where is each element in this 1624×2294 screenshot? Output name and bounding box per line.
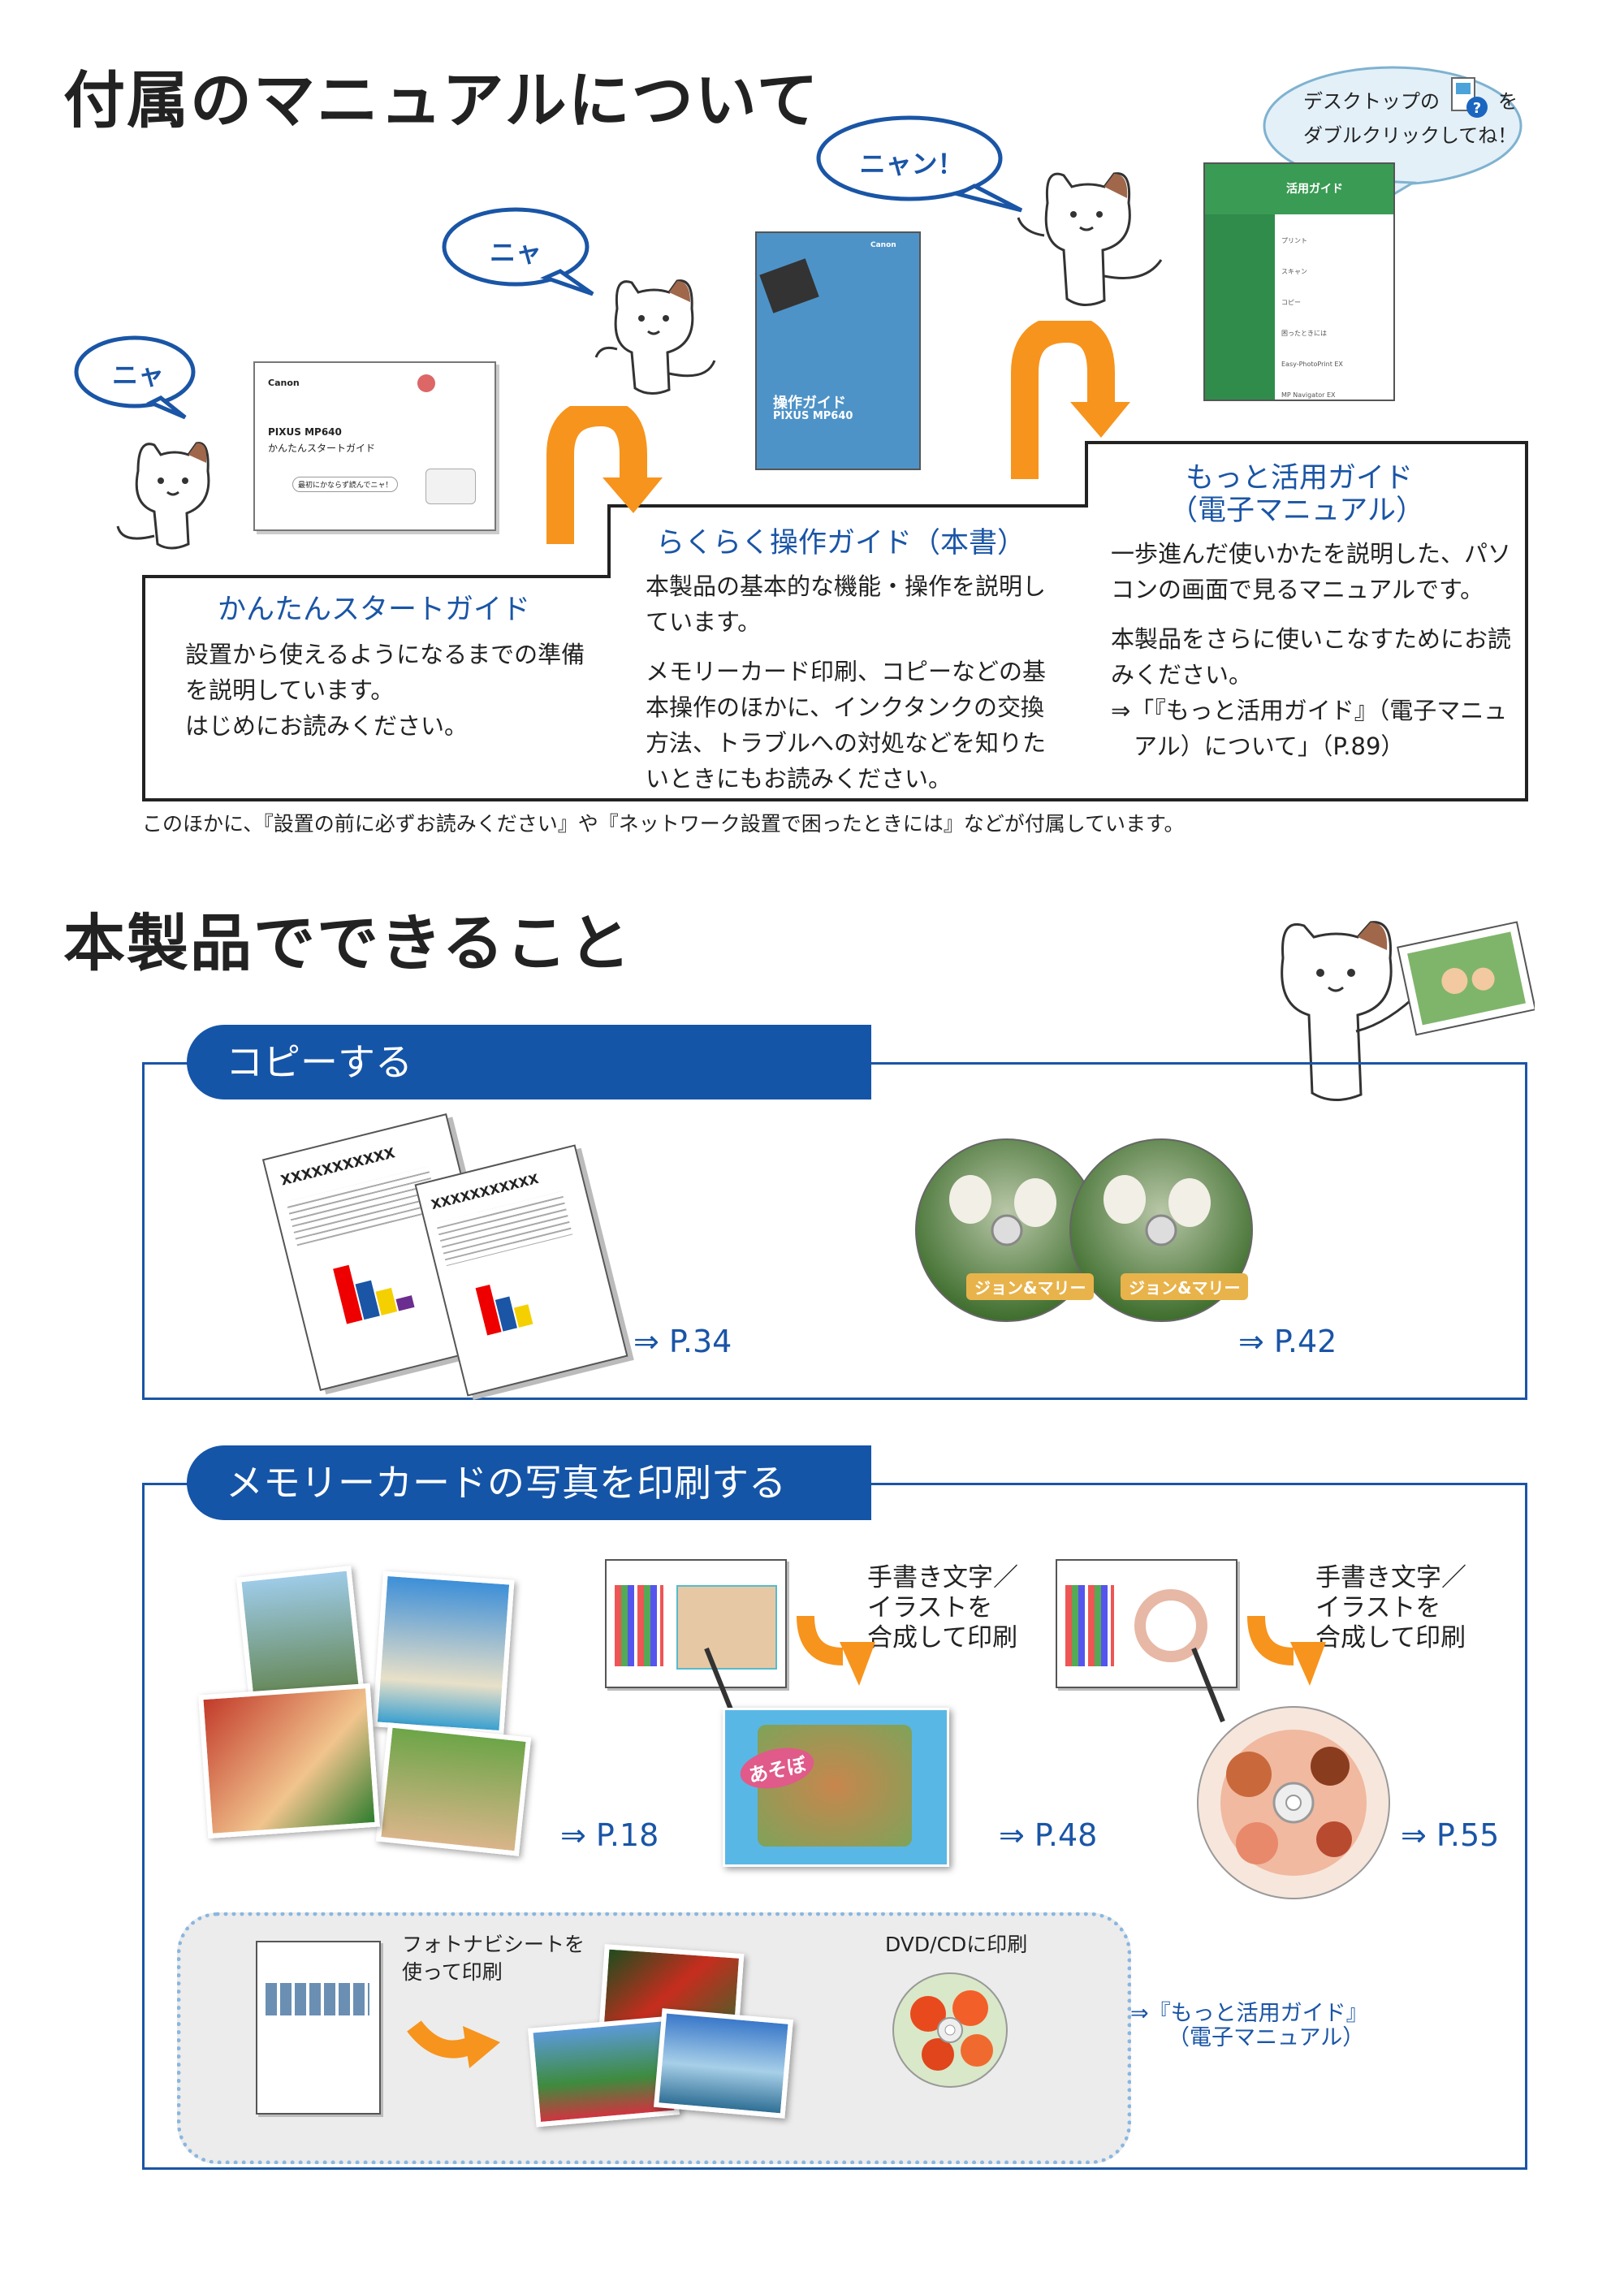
- cake-disc-print: [1197, 1706, 1390, 1899]
- orange-curve-arrow-1: [797, 1615, 875, 1686]
- doc-bar: [513, 1304, 533, 1328]
- handwrite-label-2: 手書き文字／ イラストを 合成して印刷: [1315, 1563, 1466, 1652]
- cover-title: かんたんスタートガイド: [268, 443, 376, 454]
- easy-cover-brand: Canon: [870, 241, 896, 249]
- easy-cover-model: PIXUS MP640: [773, 410, 853, 422]
- more-guide-heading-1: もっと活用ガイド: [1186, 462, 1414, 495]
- screen-items: プリント スキャン コピー 困ったときには Easy-PhotoPrint EX…: [1281, 237, 1343, 399]
- print-photo-3: [375, 1722, 532, 1856]
- screen-sidebar: [1205, 214, 1275, 400]
- features-title: 本製品でできること: [63, 907, 633, 979]
- more-guide-text: 一歩進んだ使いかたを説明した、パソ コンの画面で見るマニュアルです。: [1111, 540, 1512, 603]
- sheet-color-grid: [615, 1585, 663, 1666]
- memory-ref-2: ⇒ P.48: [999, 1817, 1098, 1853]
- manual-shortcut-icon: ?: [1451, 77, 1488, 118]
- svg-text:?: ?: [1473, 100, 1481, 117]
- sheet-photo-area: [676, 1585, 777, 1670]
- manuals-title: 付属のマニュアルについて: [63, 64, 820, 136]
- quick-start-cover: Canon PIXUS MP640 かんたんスタートガイド 最初にかならず読んで…: [253, 361, 496, 531]
- screen-title: 活用ガイド: [1286, 183, 1343, 196]
- speech-bubble-3: [816, 115, 1023, 213]
- dvd-label: DVD/CDに印刷: [885, 1933, 1028, 1956]
- handwriting-sheet-2: [1056, 1559, 1237, 1688]
- doc-bar: [395, 1295, 415, 1311]
- speech-bubble-1: [74, 335, 196, 420]
- more-guide-ref: ⇒『もっと活用ガイド』 （電子マニュアル）: [1130, 2001, 1368, 2050]
- memory-tab: メモリーカードの写真を印刷する: [187, 1445, 871, 1520]
- lake-photo: [653, 2008, 794, 2119]
- desktop-tip-text-b: を: [1498, 90, 1518, 113]
- easy-guide-cover: Canon 操作ガイド PIXUS MP640: [755, 231, 921, 470]
- copy-ref-1: ⇒ P.34: [633, 1324, 732, 1359]
- printer-sketch: [425, 469, 476, 504]
- quick-start-text: 設置から使えるようになるまでの準備 を説明しています。 はじめにお読みください。: [185, 641, 585, 740]
- handwrite-label-1: 手書き文字／ イラストを 合成して印刷: [867, 1563, 1018, 1652]
- photo-navi-label: フォトナビシートを 使って印刷: [402, 1933, 585, 1984]
- bubble-text-1: ニャ: [111, 360, 164, 391]
- photo-navi-sheet: [256, 1941, 381, 2115]
- memory-ref-1: ⇒ P.18: [560, 1817, 659, 1853]
- desktop-tip-text-a: デスクトップの: [1303, 90, 1440, 113]
- speech-bubble-2: [442, 207, 594, 296]
- more-guide-heading-2: （電子マニュアル）: [1169, 495, 1424, 527]
- sheet-thumbs: [266, 1983, 369, 2015]
- quick-start-heading: かんたんスタートガイド: [218, 594, 531, 626]
- orange-uturn-arrow-2: [1011, 321, 1130, 479]
- cat-illustration-3: [1017, 172, 1163, 306]
- orange-curve-arrow-2: [1247, 1615, 1326, 1686]
- desktop-tip-text-line2: ダブルクリックしてね！: [1303, 124, 1518, 147]
- manual-stair-frame: [142, 441, 1528, 801]
- easy-cover-photo: [759, 258, 819, 313]
- print-photo-2: [372, 1570, 515, 1736]
- handwriting-sheet-1: [605, 1559, 787, 1688]
- more-guide-text-2: 本製品をさらに使いこなすためにお読 みください。 ⇒「『もっと活用ガイド』（電子…: [1111, 625, 1512, 760]
- dog-card-print: あそぼ: [723, 1708, 949, 1867]
- easy-guide-text: 本製品の基本的な機能・操作を説明し ています。: [646, 572, 1047, 636]
- pen-icon-2: [1191, 1647, 1225, 1723]
- memory-ref-3: ⇒ P.55: [1401, 1817, 1500, 1853]
- copy-ref-2: ⇒ P.42: [1238, 1324, 1337, 1359]
- easy-cover-title: 操作ガイド: [773, 395, 846, 412]
- tulip-disc-print: [892, 1972, 1008, 2088]
- disc-label-2: ジョン&マリー: [1121, 1273, 1249, 1300]
- cover-brand: Canon: [268, 378, 300, 388]
- easy-guide-text-2: メモリーカード印刷、コピーなどの基 本操作のほかに、インクタンクの交換 方法、ト…: [646, 658, 1047, 793]
- cover-model: PIXUS MP640: [268, 426, 342, 438]
- bubble-text-2: ニャ: [489, 237, 542, 268]
- orange-arrow-photonavi: [407, 2020, 500, 2068]
- bubble-text-3: ニャン！: [859, 149, 964, 179]
- manuals-footnote: このほかに、『設置の前に必ずお読みください』や『ネットワーク設置で困ったときには…: [142, 812, 1185, 836]
- orange-uturn-arrow-1: [546, 406, 663, 544]
- copy-tab: コピーする: [187, 1025, 871, 1099]
- easy-guide-heading: らくらく操作ガイド（本書）: [656, 527, 1026, 559]
- copy-disc-illustration: [915, 1138, 1253, 1322]
- disc-label-1: ジョン&マリー: [966, 1273, 1095, 1300]
- cat-illustration-2: [594, 279, 716, 395]
- cover-note: 最初にかならず読んでニャ！: [292, 477, 399, 492]
- screen-header: [1205, 164, 1393, 214]
- sheet-color-grid: [1065, 1585, 1114, 1666]
- cat-illustration-1: [116, 442, 210, 550]
- more-guide-screen: 活用ガイド プリント スキャン コピー 困ったときには Easy-PhotoPr…: [1203, 162, 1395, 401]
- cover-badge-icon: [417, 374, 435, 392]
- cat-with-photo-illustration: [1281, 921, 1535, 1102]
- print-photo-4: [198, 1683, 380, 1839]
